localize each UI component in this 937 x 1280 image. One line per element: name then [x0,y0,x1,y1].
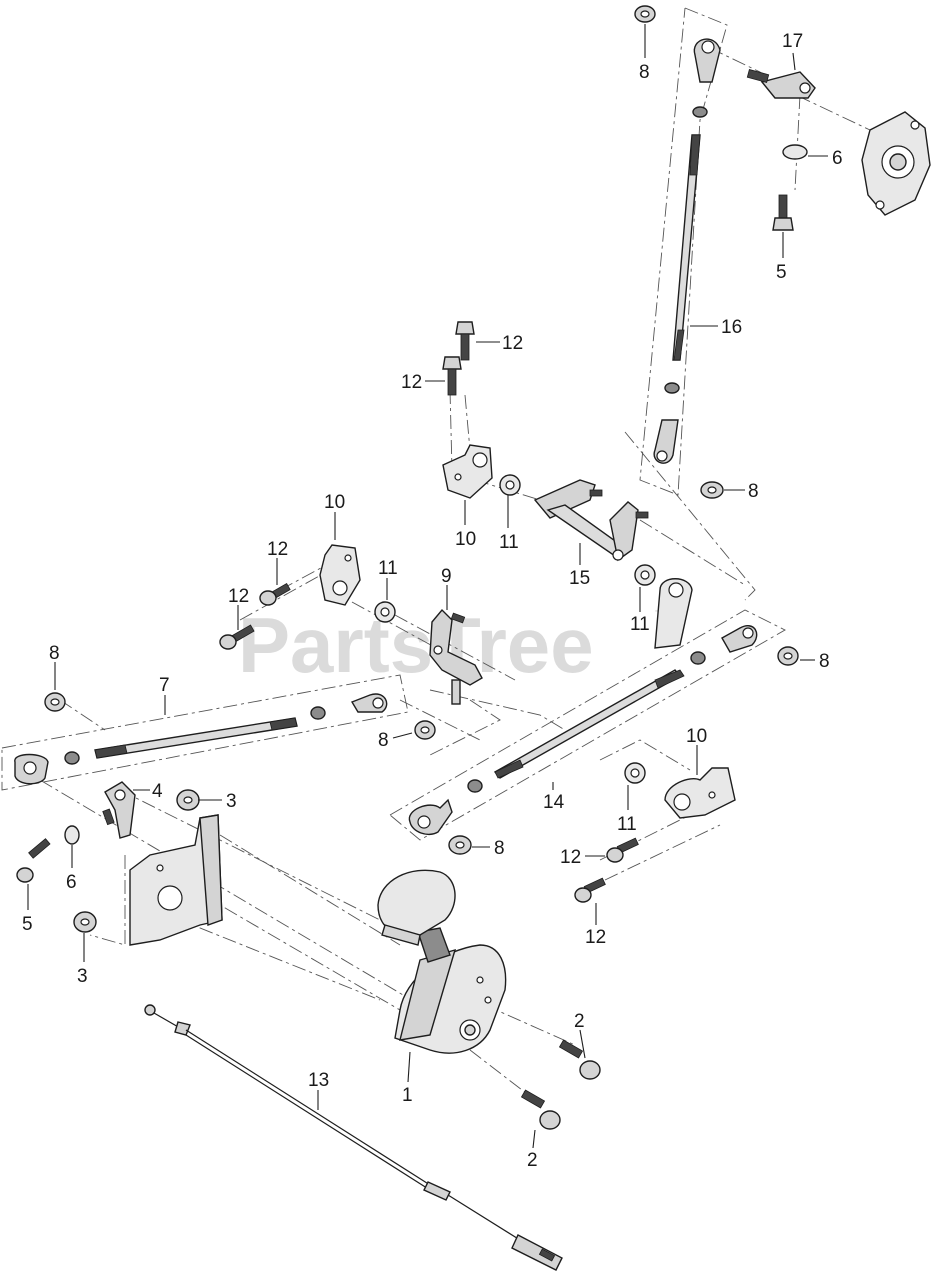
pivot-bracket [664,767,736,819]
callout-8: 8 [494,838,505,859]
callout-11: 11 [499,532,519,553]
callout-2: 2 [574,1011,585,1032]
bolt [16,838,51,883]
hex-nut [176,789,200,811]
callout-7: 7 [159,675,170,696]
flange-nut [44,692,66,712]
callout-6: 6 [832,148,843,169]
callout-6: 6 [66,872,77,893]
shifter-assembly [377,869,507,1054]
hex-nut [73,911,97,933]
callout-15: 15 [569,568,590,589]
bolt [442,356,462,396]
callout-14: 14 [543,792,565,813]
flange-nut [700,481,724,499]
bushing [499,474,521,496]
callout-11: 11 [378,558,398,579]
bushing [374,601,396,623]
callout-17: 17 [782,31,803,52]
vertical-shift-rod [653,38,721,464]
horizontal-shift-rod [14,693,388,785]
bolt [455,321,475,361]
callout-labels: 8 17 6 5 16 12 12 8 10 11 15 10 12 12 11… [22,31,843,1171]
o-ring [64,825,80,845]
watermark: PartsTree TM [238,601,671,689]
callout-12: 12 [401,372,422,393]
callout-8: 8 [748,481,759,502]
callout-8: 8 [819,651,830,672]
bushing [624,762,646,784]
callout-9: 9 [441,566,452,587]
callout-8: 8 [378,730,389,751]
bell-crank-lever [429,608,483,705]
bushing [634,564,656,586]
flange-nut [448,835,472,855]
cross-shaft [533,479,649,562]
watermark-text: PartsTree [238,601,594,689]
callout-4: 4 [152,781,163,802]
shift-arm [746,69,816,99]
flange-nut [634,5,656,23]
callout-12: 12 [502,333,523,354]
callout-5: 5 [776,262,787,283]
bolt [574,877,606,903]
callout-2: 2 [527,1150,538,1171]
callout-3: 3 [77,966,88,987]
bolt [520,1089,561,1130]
bolt [772,194,794,231]
callout-8: 8 [49,643,60,664]
bolt [606,837,639,863]
bolt [219,624,255,650]
pivot-bracket [442,444,493,499]
bolt [558,1039,601,1080]
bolt [259,582,291,606]
o-ring [782,144,808,160]
gear-housing-bracket [861,111,931,216]
callout-10: 10 [686,726,707,747]
callout-12: 12 [560,847,581,868]
callout-8: 8 [639,62,650,83]
shift-lever-arm [102,781,136,839]
callout-10: 10 [455,529,476,550]
pivot-bracket [319,544,361,606]
flange-nut [414,720,436,740]
mounting-plate [129,814,223,946]
callout-12: 12 [585,927,606,948]
callout-12: 12 [267,539,288,560]
callout-11: 11 [617,814,637,835]
support-pillar [654,578,693,649]
callout-3: 3 [226,791,237,812]
callout-1: 1 [402,1085,413,1106]
flange-nut [777,646,799,666]
callout-16: 16 [721,317,742,338]
callout-11: 11 [630,614,650,635]
callout-5: 5 [22,914,33,935]
leader-lines [27,24,828,1149]
callout-13: 13 [308,1070,329,1091]
callout-12: 12 [228,586,249,607]
control-cable [144,1004,563,1271]
lower-shift-rod [408,625,758,836]
callout-10: 10 [324,492,345,513]
